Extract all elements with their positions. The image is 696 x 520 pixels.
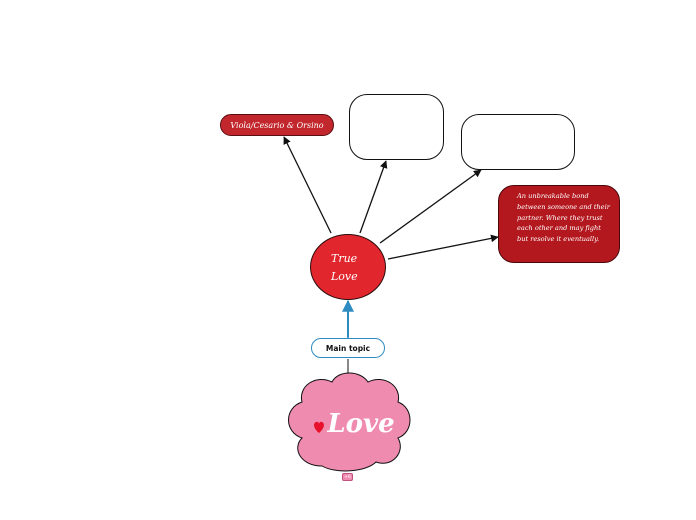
badge-text: +6: [344, 474, 351, 480]
center-line-2: Love: [331, 270, 358, 283]
love-cloud-text: Love: [327, 409, 395, 439]
center-line-1: True: [331, 252, 358, 265]
collapsed-children-badge[interactable]: +6: [342, 473, 353, 481]
main-topic-node[interactable]: Main topic: [311, 338, 385, 358]
viola-cesario-orsino-node[interactable]: Viola/Cesario & Orsino: [220, 114, 334, 136]
hands-image-node[interactable]: [461, 114, 575, 170]
love-cloud-shape: [288, 372, 411, 472]
description-text: An unbreakable bond between someone and …: [517, 192, 610, 244]
main-topic-text: Main topic: [325, 343, 371, 353]
heart-icon: [314, 421, 324, 433]
love-cloud-node[interactable]: Love: [326, 404, 396, 444]
true-love-center-node[interactable]: True Love: [310, 234, 386, 300]
connector-to-label: [283, 136, 332, 234]
viola-cesario-orsino-text: Viola/Cesario & Orsino: [230, 120, 324, 130]
description-node[interactable]: An unbreakable bond between someone and …: [498, 185, 620, 263]
connector-to-description: [387, 234, 499, 260]
connector-to-hands: [379, 169, 482, 244]
swans-image-node[interactable]: [349, 94, 444, 160]
connector-to-swan: [359, 160, 388, 234]
